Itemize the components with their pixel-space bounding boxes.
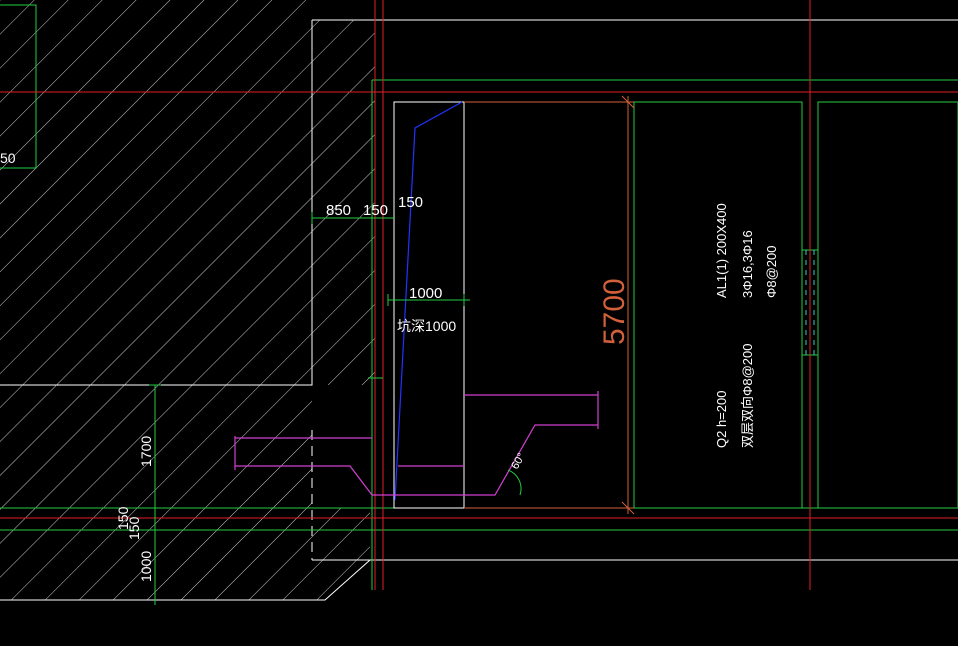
label-5700: 5700 (598, 278, 631, 345)
vdim-1700: 1700 (138, 436, 154, 467)
wall-label-1: Q2 h=200 (714, 391, 729, 448)
left-frame (0, 4, 37, 169)
wall-label-2: 双层双向Φ8@200 (740, 344, 755, 449)
dashes (805, 250, 815, 355)
beam-lines (464, 95, 635, 515)
label-pit-depth: 坑深1000 (397, 318, 456, 334)
label-left-partial: 50 (0, 150, 16, 166)
beam-label-3: Φ8@200 (764, 246, 779, 299)
vdim-150: 150 (115, 506, 131, 530)
beam-label-2: 3Φ16,3Φ16 (740, 230, 755, 298)
hatch-outline (0, 19, 958, 601)
rebar (234, 391, 599, 496)
vdim-1000: 1000 (138, 551, 154, 582)
label-150-right: 150 (398, 194, 423, 211)
dimension-lines (149, 212, 522, 605)
vdim-150b: 150 (126, 516, 142, 540)
label-850: 850 (326, 202, 351, 219)
label-150-top: 150 (363, 202, 388, 219)
axis-lines (0, 0, 958, 590)
label-1000: 1000 (409, 285, 442, 302)
slope-line (394, 101, 463, 501)
beam-label-1: AL1(1) 200X400 (714, 203, 729, 298)
hatch-region (0, 0, 375, 600)
